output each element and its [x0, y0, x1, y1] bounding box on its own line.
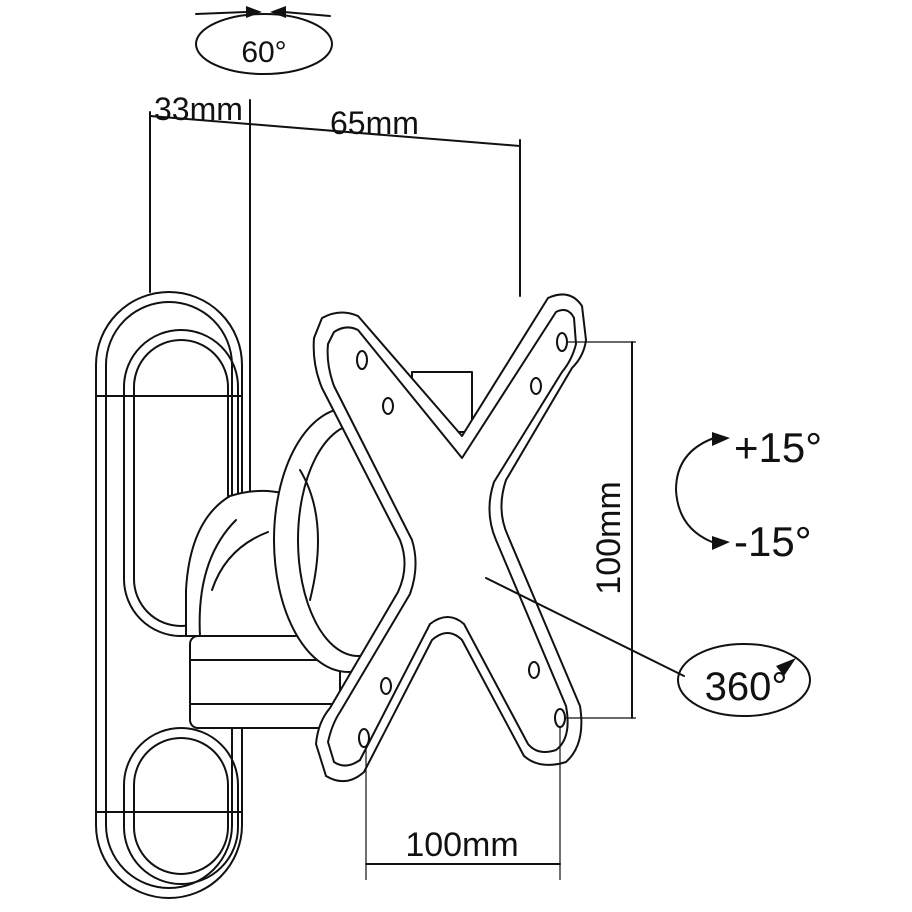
arm-length-dimension-label: 65mm — [330, 105, 419, 141]
tilt-angle-indicator: +15° -15° — [675, 424, 822, 565]
arm-offset-dimension-label: 33mm — [154, 91, 243, 127]
top-dimension-lines: 33mm 65mm — [149, 91, 521, 493]
rotation-label: 360° — [705, 665, 788, 709]
vesa-horizontal-dimension-label: 100mm — [405, 826, 518, 864]
vertical-dimension: 100mm — [566, 341, 636, 719]
rotation-angle-indicator: 360° — [485, 577, 811, 717]
vesa-vertical-dimension-label: 100mm — [590, 481, 628, 594]
tilt-down-label: -15° — [734, 518, 812, 565]
tilt-up-label: +15° — [734, 424, 822, 471]
swivel-angle-indicator: 60° — [195, 6, 333, 75]
hinge-bracket — [185, 489, 341, 729]
swivel-angle-label: 60° — [241, 36, 286, 69]
horizontal-dimension: 100mm — [365, 726, 561, 880]
vesa-plate — [312, 293, 587, 783]
